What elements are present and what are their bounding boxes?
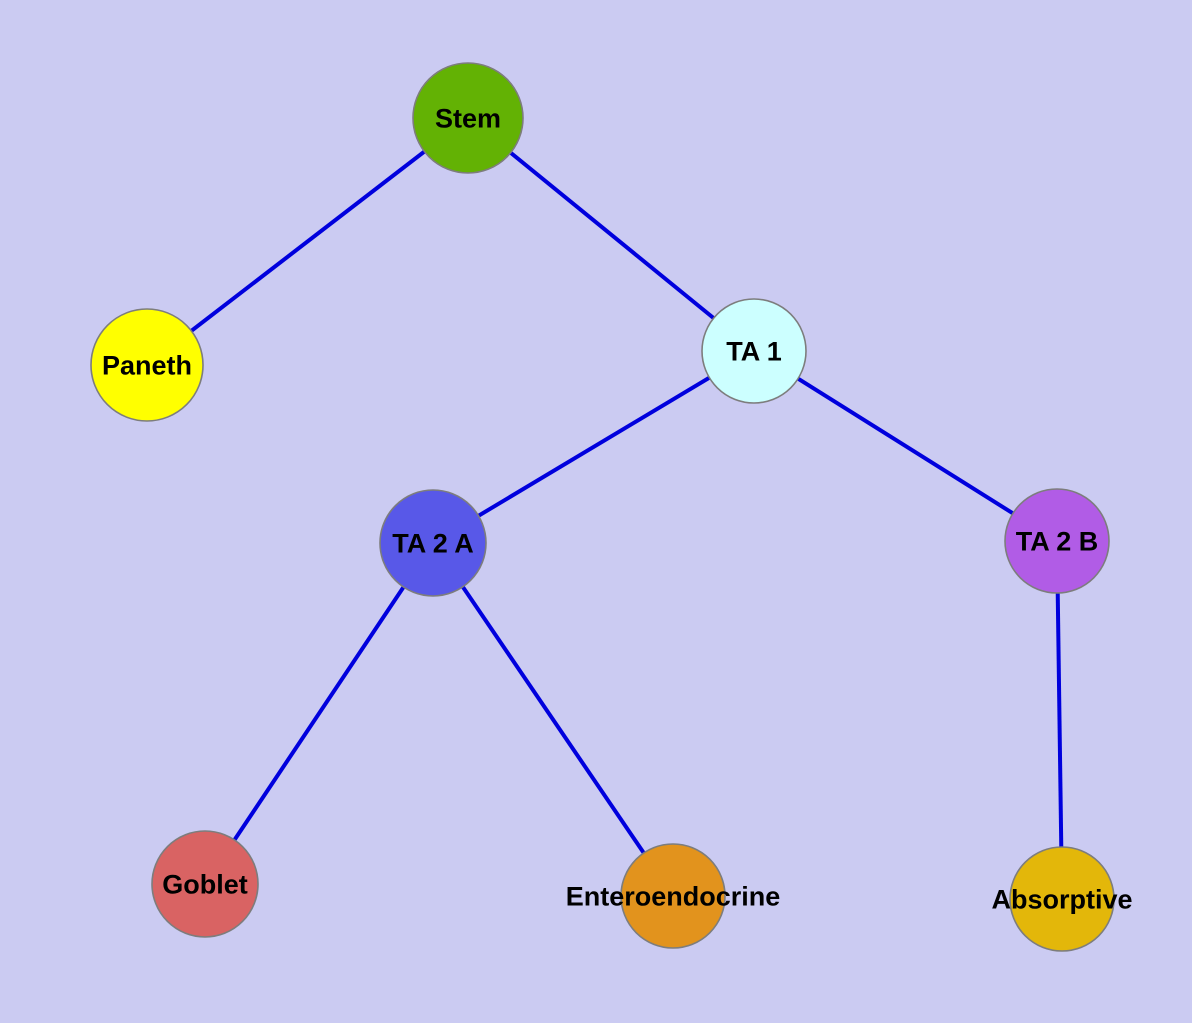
absorptive-label: Absorptive (991, 884, 1132, 914)
paneth-circle[interactable] (90, 308, 204, 422)
stem-circle[interactable] (412, 62, 524, 174)
node-ta2b[interactable]: TA 2 B (1004, 488, 1110, 594)
node-absorptive[interactable]: Absorptive (991, 846, 1133, 952)
ta2b-label: TA 2 B (1016, 526, 1099, 556)
edge-ta1-ta2b (752, 349, 1059, 543)
edge-ta2a-goblet (203, 541, 435, 886)
edge-ta2a-enteroendocrine (431, 541, 675, 898)
edge-ta1-ta2a (431, 349, 756, 545)
edge-ta2b-absorptive (1055, 540, 1064, 900)
edge-stem-paneth (145, 116, 470, 367)
ta2a-circle[interactable] (379, 489, 487, 597)
ta1-circle[interactable] (701, 298, 807, 404)
node-paneth[interactable]: Paneth (90, 308, 204, 422)
edge-stem-ta1 (466, 116, 756, 353)
paneth-label: Paneth (102, 350, 192, 380)
node-enteroendocrine[interactable]: Enteroendocrine (566, 843, 781, 949)
node-stem[interactable]: Stem (412, 62, 524, 174)
enteroendocrine-label: Enteroendocrine (566, 881, 781, 911)
goblet-label: Goblet (162, 869, 248, 899)
node-goblet[interactable]: Goblet (151, 830, 259, 938)
ta1-label: TA 1 (726, 336, 782, 366)
absorptive-circle[interactable] (1009, 846, 1115, 952)
goblet-circle[interactable] (151, 830, 259, 938)
edge-layer (145, 116, 1064, 900)
ta2b-circle[interactable] (1004, 488, 1110, 594)
stem-label: Stem (435, 103, 501, 133)
node-ta2a[interactable]: TA 2 A (379, 489, 487, 597)
ta2a-label: TA 2 A (392, 528, 474, 558)
node-ta1[interactable]: TA 1 (701, 298, 807, 404)
enteroendocrine-circle[interactable] (620, 843, 726, 949)
